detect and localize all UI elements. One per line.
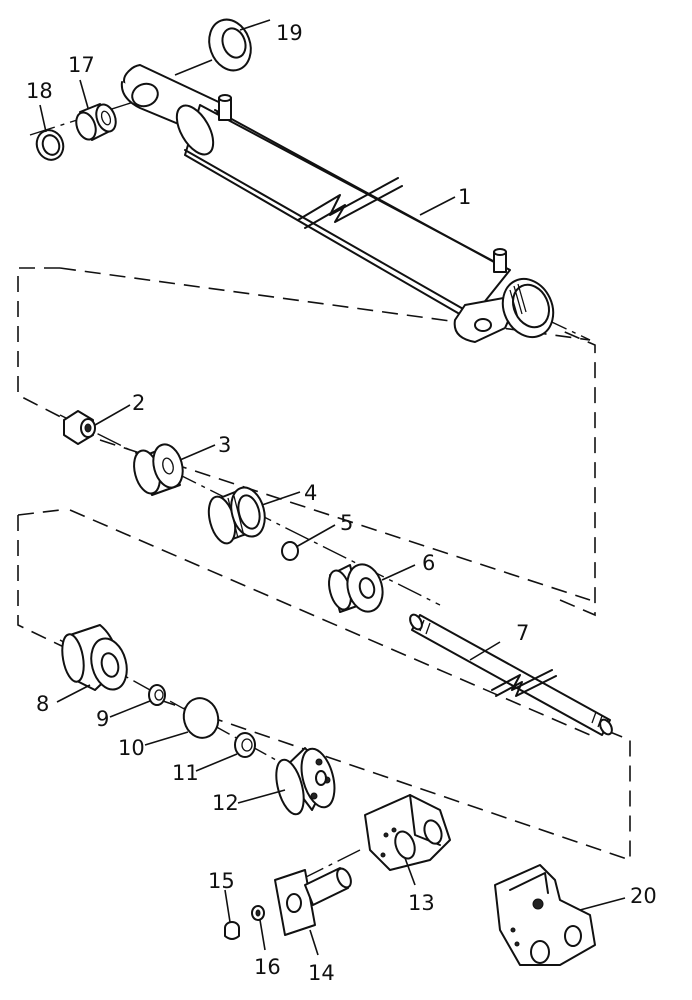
- part-19-washer: [174, 18, 252, 76]
- part-6-guide-bushing: [328, 563, 384, 613]
- centre-line-pin-14: [299, 849, 361, 881]
- callout-12: 12: [212, 791, 239, 815]
- callout-19: 19: [276, 21, 303, 45]
- callout-11: 11: [172, 761, 199, 785]
- callout-13: 13: [408, 891, 435, 915]
- callout-labels: 1 2 3 4 5 6 7 8 9 10 11 12 13 14 15 16 1…: [26, 21, 657, 985]
- part-4-piston-seal: [207, 486, 266, 545]
- callout-20: 20: [630, 884, 657, 908]
- cylinder-barrel: [120, 64, 555, 343]
- part-15-screw: [224, 921, 240, 940]
- callout-8: 8: [36, 692, 49, 716]
- part-13-clevis: [364, 794, 451, 871]
- callout-4: 4: [304, 481, 317, 505]
- part-11-wiper: [234, 732, 256, 758]
- part-20-bracket: [494, 864, 596, 966]
- callout-6: 6: [422, 551, 435, 575]
- callout-5: 5: [340, 511, 353, 535]
- leader-lines: [39, 19, 626, 956]
- callout-9: 9: [96, 707, 109, 731]
- part-7-piston-rod: [409, 613, 613, 736]
- callout-15: 15: [208, 869, 235, 893]
- part-10-o-ring: [182, 697, 220, 739]
- callout-17: 17: [68, 53, 95, 77]
- part-18-ring: [35, 129, 65, 161]
- callout-1: 1: [458, 185, 471, 209]
- callout-3: 3: [218, 433, 231, 457]
- callout-2: 2: [132, 391, 145, 415]
- callout-18: 18: [26, 79, 53, 103]
- callout-16: 16: [254, 955, 281, 979]
- callout-10: 10: [118, 736, 145, 760]
- part-2-nut: [63, 410, 96, 445]
- part-16-washer: [251, 905, 265, 921]
- part-9-rod-seal: [148, 684, 166, 706]
- part-5-o-ring: [281, 541, 299, 561]
- part-12-end-cap: [275, 747, 336, 816]
- part-8-gland: [61, 624, 128, 691]
- callout-7: 7: [516, 621, 529, 645]
- part-17-bushing: [75, 103, 117, 141]
- part-14-pin: [274, 867, 352, 936]
- part-3-piston: [133, 443, 184, 496]
- callout-14: 14: [308, 961, 335, 985]
